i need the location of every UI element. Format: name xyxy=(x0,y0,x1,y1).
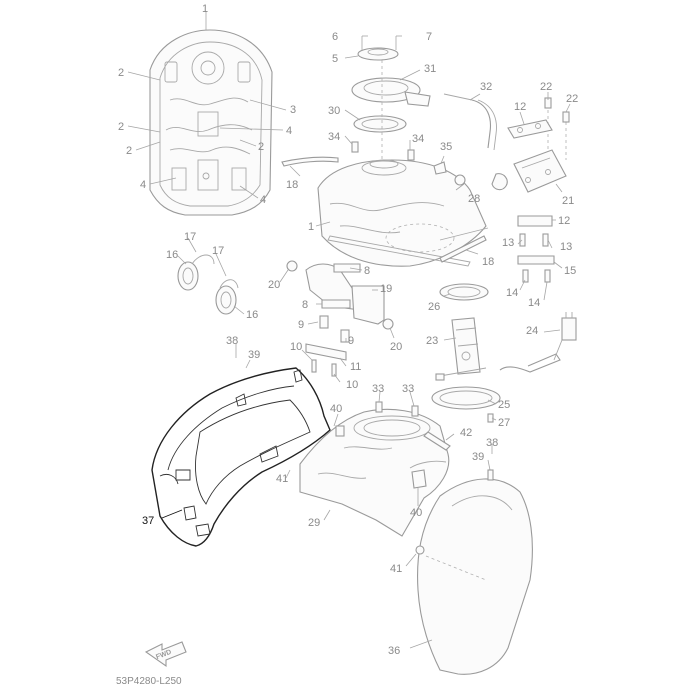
callout-labels: 1 2 2 2 2 3 4 4 4 1 5 6 7 31 32 30 34 34… xyxy=(118,3,578,657)
callout-label: 32 xyxy=(480,81,492,93)
callout-label: 2 xyxy=(126,145,132,157)
callout-label: 5 xyxy=(332,53,338,65)
callout-label: 39 xyxy=(248,349,260,361)
fuel-tank xyxy=(317,159,489,267)
callout-label: 2 xyxy=(118,67,124,79)
callout-label: 16 xyxy=(166,249,178,261)
callout-label: 35 xyxy=(440,141,452,153)
duct-29 xyxy=(299,401,451,537)
callout-label: 38 xyxy=(486,437,498,449)
callout-label: 15 xyxy=(564,265,576,277)
callout-label: 36 xyxy=(388,645,400,657)
callout-label: 4 xyxy=(286,125,292,137)
callout-label: 10 xyxy=(290,341,302,353)
callout-label: 42 xyxy=(460,427,472,439)
grommets-28-35 xyxy=(433,161,466,186)
callout-label: 20 xyxy=(268,279,280,291)
callout-label: 16 xyxy=(246,309,258,321)
callout-label: 39 xyxy=(472,451,484,463)
callout-label: 13 xyxy=(560,241,572,253)
callout-label: 22 xyxy=(540,81,552,93)
callout-label: 2 xyxy=(118,121,124,133)
callout-label: 34 xyxy=(412,133,424,145)
callout-label: 8 xyxy=(364,265,370,277)
fuel-pump-assembly xyxy=(431,283,577,423)
callout-label: 13 xyxy=(502,237,514,249)
inner-tank-cover-view xyxy=(149,29,273,216)
callout-label: 17 xyxy=(212,245,224,257)
callout-label: 3 xyxy=(290,104,296,116)
callout-label: 24 xyxy=(526,325,538,337)
callout-label: 1 xyxy=(308,221,314,233)
tank-leaders xyxy=(289,35,481,255)
callout-label: 41 xyxy=(276,473,288,485)
diagram-code: 53P4280-L250 xyxy=(116,676,182,687)
callout-label: 2 xyxy=(258,141,264,153)
callout-label: 23 xyxy=(426,335,438,347)
callout-label: 4 xyxy=(140,179,146,191)
callout-label: 18 xyxy=(286,179,298,191)
mounting-leaders xyxy=(279,267,395,383)
callout-label: 12 xyxy=(558,215,570,227)
callout-label: 18 xyxy=(482,256,494,268)
callout-label: 9 xyxy=(298,319,304,331)
callout-label: 40 xyxy=(410,507,422,519)
callout-label: 20 xyxy=(390,341,402,353)
callout-label: 14 xyxy=(528,297,540,309)
callout-label: 28 xyxy=(468,193,480,205)
tank-seal-strips xyxy=(281,156,487,263)
fuel-cap-stack xyxy=(351,36,431,161)
callout-label: 38 xyxy=(226,335,238,347)
callout-label-highlighted: 37 xyxy=(142,515,154,527)
callout-label: 26 xyxy=(428,301,440,313)
tank-cover-37-highlighted xyxy=(151,367,331,547)
callout-label: 4 xyxy=(260,194,266,206)
callout-label: 7 xyxy=(426,31,432,43)
callout-label: 6 xyxy=(332,31,338,43)
callout-label: 9 xyxy=(348,335,354,347)
duct-leaders xyxy=(323,391,493,521)
callout-label: 10 xyxy=(346,379,358,391)
callout-label: 19 xyxy=(380,283,392,295)
callout-label: 25 xyxy=(498,399,510,411)
callout-label: 30 xyxy=(328,105,340,117)
cover-leaders xyxy=(127,12,287,199)
side-panel-36 xyxy=(405,469,533,675)
cover-37-leaders xyxy=(161,344,339,519)
callout-label: 8 xyxy=(302,299,308,311)
caps-16-17 xyxy=(177,237,245,315)
callout-label: 40 xyxy=(330,403,342,415)
callout-label: 34 xyxy=(328,131,340,143)
callout-label: 22 xyxy=(566,93,578,105)
callout-label: 29 xyxy=(308,517,320,529)
pump-leaders xyxy=(443,293,561,421)
bracket-assembly xyxy=(491,97,570,283)
callout-label: 17 xyxy=(184,231,196,243)
callout-label: 41 xyxy=(390,563,402,575)
mounting-brackets xyxy=(286,260,394,377)
callout-label: 21 xyxy=(562,195,574,207)
callout-label: 14 xyxy=(506,287,518,299)
callout-label: 27 xyxy=(498,417,510,429)
callout-label: 11 xyxy=(350,361,361,373)
callout-label: 33 xyxy=(402,383,414,395)
callout-label: 1 xyxy=(202,3,208,15)
forward-arrow-icon: FWD xyxy=(144,641,187,668)
callout-label: 31 xyxy=(424,63,436,75)
callout-label: 12 xyxy=(514,101,526,113)
callout-label: 33 xyxy=(372,383,384,395)
breather-hose xyxy=(443,93,497,151)
